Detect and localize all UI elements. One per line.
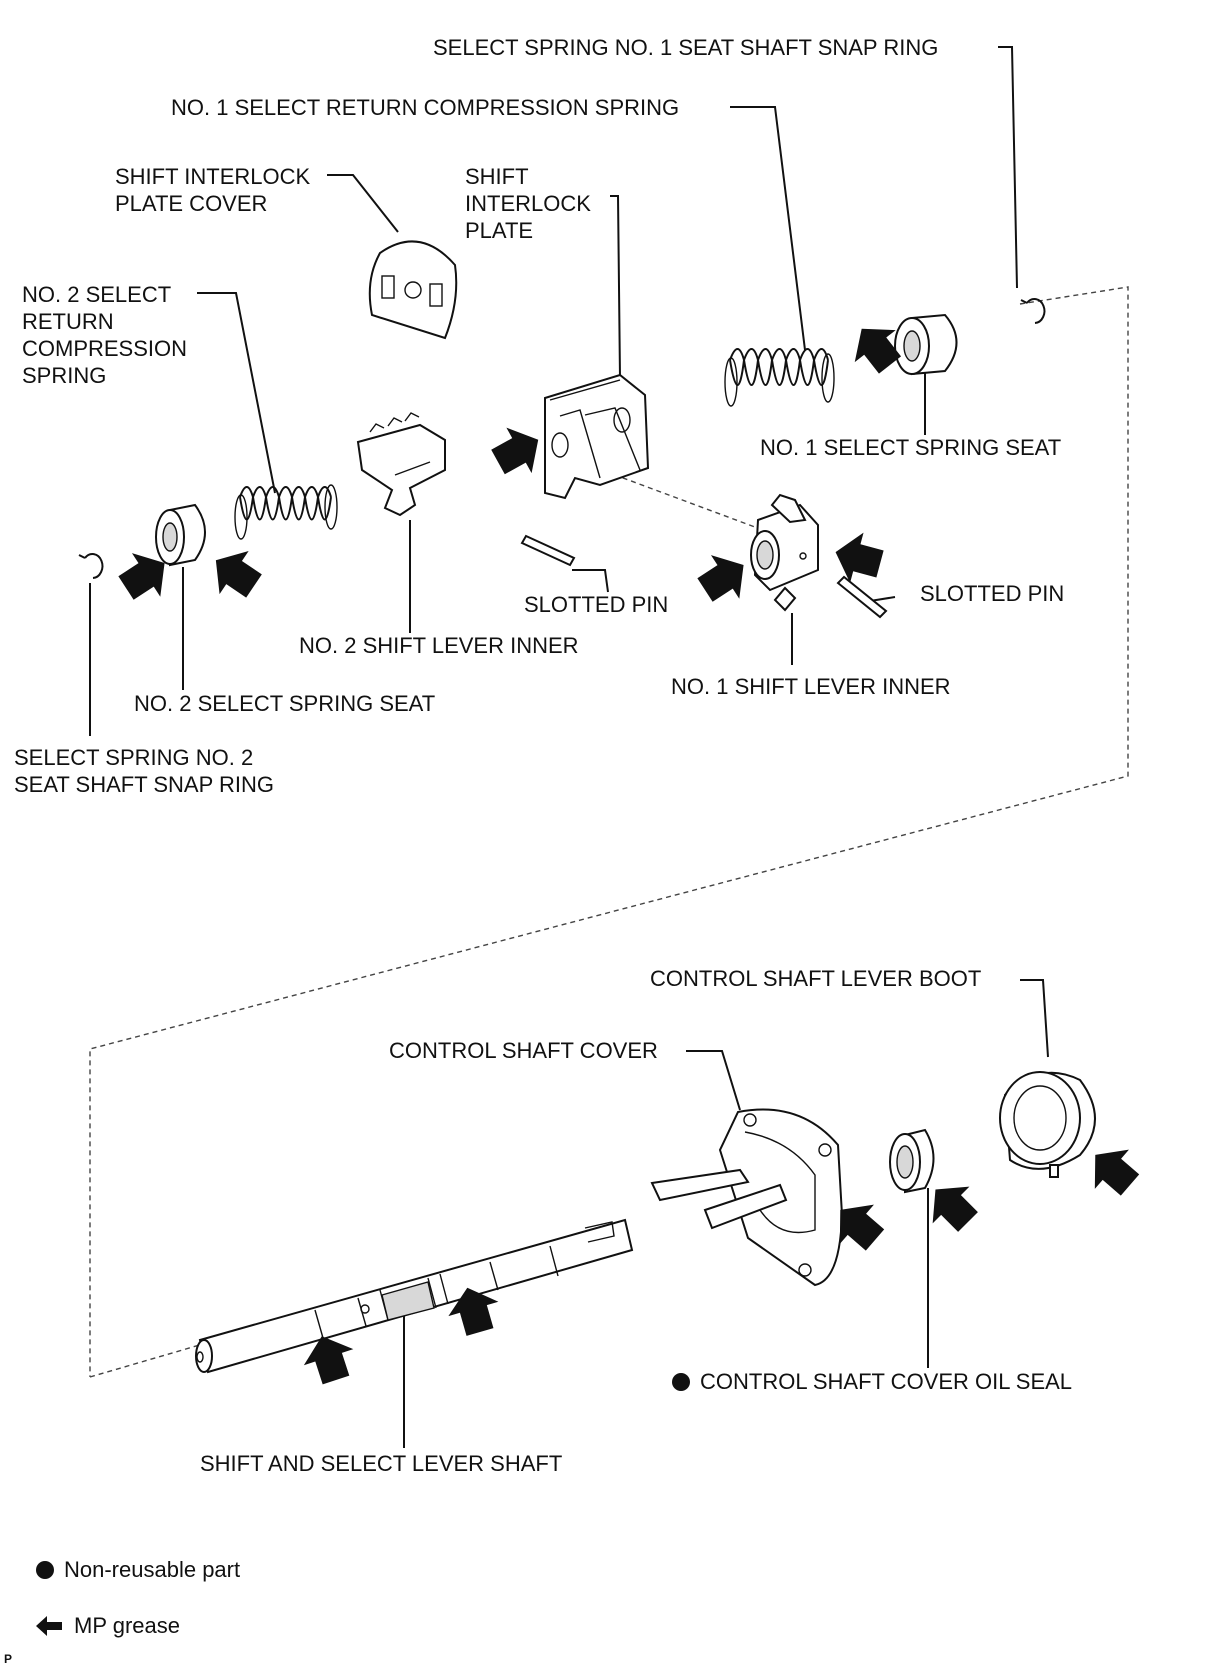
label-lever-boot: CONTROL SHAFT LEVER BOOT <box>650 966 982 991</box>
lever-boot-part <box>999 1071 1096 1178</box>
grease-arrow-lever-inner-1-left <box>697 555 744 602</box>
mp-grease-arrows <box>118 328 1140 1385</box>
grease-arrow-lever-boot <box>1094 1149 1140 1196</box>
label-return-spring-2: NO. 2 SELECT RETURN COMPRESSION SPRING <box>22 282 188 388</box>
label-snap-ring-2: SELECT SPRING NO. 2 SEAT SHAFT SNAP RING <box>14 745 274 797</box>
slotted-pin-a-part <box>520 534 576 567</box>
return-spring-1-part <box>724 348 835 407</box>
return-spring-2-part <box>234 484 338 540</box>
shift-lever-inner-2-part <box>356 412 446 517</box>
slotted-pin-b-part <box>836 575 888 619</box>
shift-lever-inner-1-part <box>750 493 819 612</box>
grease-arrow-shaft-cover <box>839 1204 885 1251</box>
label-slotted-pin-b: SLOTTED PIN <box>920 581 1065 606</box>
snap-ring-1-part <box>1020 298 1046 324</box>
non-reusable-dot-icon <box>36 1561 54 1579</box>
label-return-spring-1: NO. 1 SELECT RETURN COMPRESSION SPRING <box>171 95 680 120</box>
label-spring-seat-1: NO. 1 SELECT SPRING SEAT <box>760 435 1062 460</box>
grease-arrow-lever-inner-1-right <box>835 532 884 583</box>
grease-arrow-spring-seat-1 <box>854 328 902 374</box>
label-slotted-pin-a: SLOTTED PIN <box>524 592 669 617</box>
label-shift-lever-inner-2: NO. 2 SHIFT LEVER INNER <box>299 633 579 658</box>
grease-arrow-spring-seat-2-right <box>215 551 262 598</box>
oil-seal-part <box>889 1128 935 1194</box>
grease-arrow-interlock-plate <box>491 427 539 475</box>
label-interlock-cover: SHIFT INTERLOCK PLATE COVER <box>115 164 311 216</box>
grease-arrow-shaft-left <box>303 1336 354 1385</box>
leader-lines <box>89 46 1049 1448</box>
label-lever-shaft: SHIFT AND SELECT LEVER SHAFT <box>200 1451 563 1476</box>
legend-grease: MP grease <box>36 1613 180 1639</box>
grease-arrow-icon <box>36 1616 62 1636</box>
spring-seat-1-part <box>894 313 958 376</box>
control-shaft-cover-part <box>650 1108 844 1287</box>
non-reusable-dot-icon <box>672 1372 690 1391</box>
interlock-plate-cover-part <box>368 240 458 340</box>
label-shaft-cover: CONTROL SHAFT COVER <box>389 1038 658 1063</box>
corner-mark: P <box>4 1652 13 1666</box>
assembly-dashed-outline <box>89 286 1129 1378</box>
interlock-plate-part <box>544 373 650 500</box>
label-spring-seat-2: NO. 2 SELECT SPRING SEAT <box>134 691 436 716</box>
grease-arrow-shaft-right <box>448 1287 499 1336</box>
grease-arrow-oil-seal <box>932 1186 978 1232</box>
label-interlock-plate: SHIFT INTERLOCK PLATE <box>465 164 591 243</box>
grease-arrow-spring-seat-2-left <box>118 553 165 600</box>
snap-ring-2-part <box>78 553 104 579</box>
lever-shaft-part <box>195 1218 634 1374</box>
label-shift-lever-inner-1: NO. 1 SHIFT LEVER INNER <box>671 674 951 699</box>
legend-non-reusable: Non-reusable part <box>36 1557 240 1583</box>
label-oil-seal: CONTROL SHAFT COVER OIL SEAL <box>672 1368 1072 1395</box>
spring-seat-2-part <box>155 503 206 567</box>
label-snap-ring-1: SELECT SPRING NO. 1 SEAT SHAFT SNAP RING <box>433 35 939 60</box>
